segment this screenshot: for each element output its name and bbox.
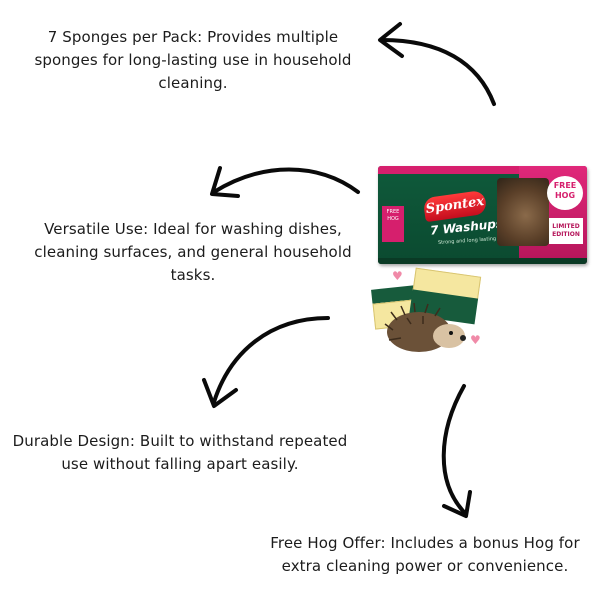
limited-edition-badge: LIMITED EDITION <box>549 218 583 244</box>
side-badge-hog: HOG <box>387 216 399 222</box>
box-side-badge: FREE HOG <box>382 206 404 242</box>
hog-label: HOG <box>554 191 576 200</box>
curved-arrow-icon-4 <box>441 384 472 518</box>
product-tagline: Strong and long lasting <box>437 235 497 247</box>
hedgehog-window-icon <box>497 178 549 246</box>
box-stripe-bottom <box>378 258 587 264</box>
free-label: FREE <box>553 181 577 190</box>
heart-icon: ♥ <box>470 333 481 347</box>
hedgehog-icon <box>384 302 466 352</box>
caption-durable-design: Durable Design: Built to withstand repea… <box>12 432 348 473</box>
caption-versatile-use: Versatile Use: Ideal for washing dishes,… <box>34 220 352 284</box>
brand-logo: Spontex <box>422 189 488 223</box>
caption-sponges-per-pack: 7 Sponges per Pack: Provides multiple sp… <box>34 28 352 92</box>
curved-arrow-icon-2 <box>210 166 360 198</box>
box-stripe <box>378 166 587 174</box>
curved-arrow-icon-3 <box>202 316 330 408</box>
curved-arrow-icon-1 <box>378 22 496 106</box>
side-badge-free: FREE <box>386 209 400 215</box>
caption-free-hog-offer: Free Hog Offer: Includes a bonus Hog for… <box>270 534 580 575</box>
product-box-image: FREE HOG Spontex 7 Washups Strong and lo… <box>378 166 587 264</box>
heart-icon: ♥ <box>392 269 403 283</box>
free-hog-badge: FREE HOG <box>547 176 583 210</box>
